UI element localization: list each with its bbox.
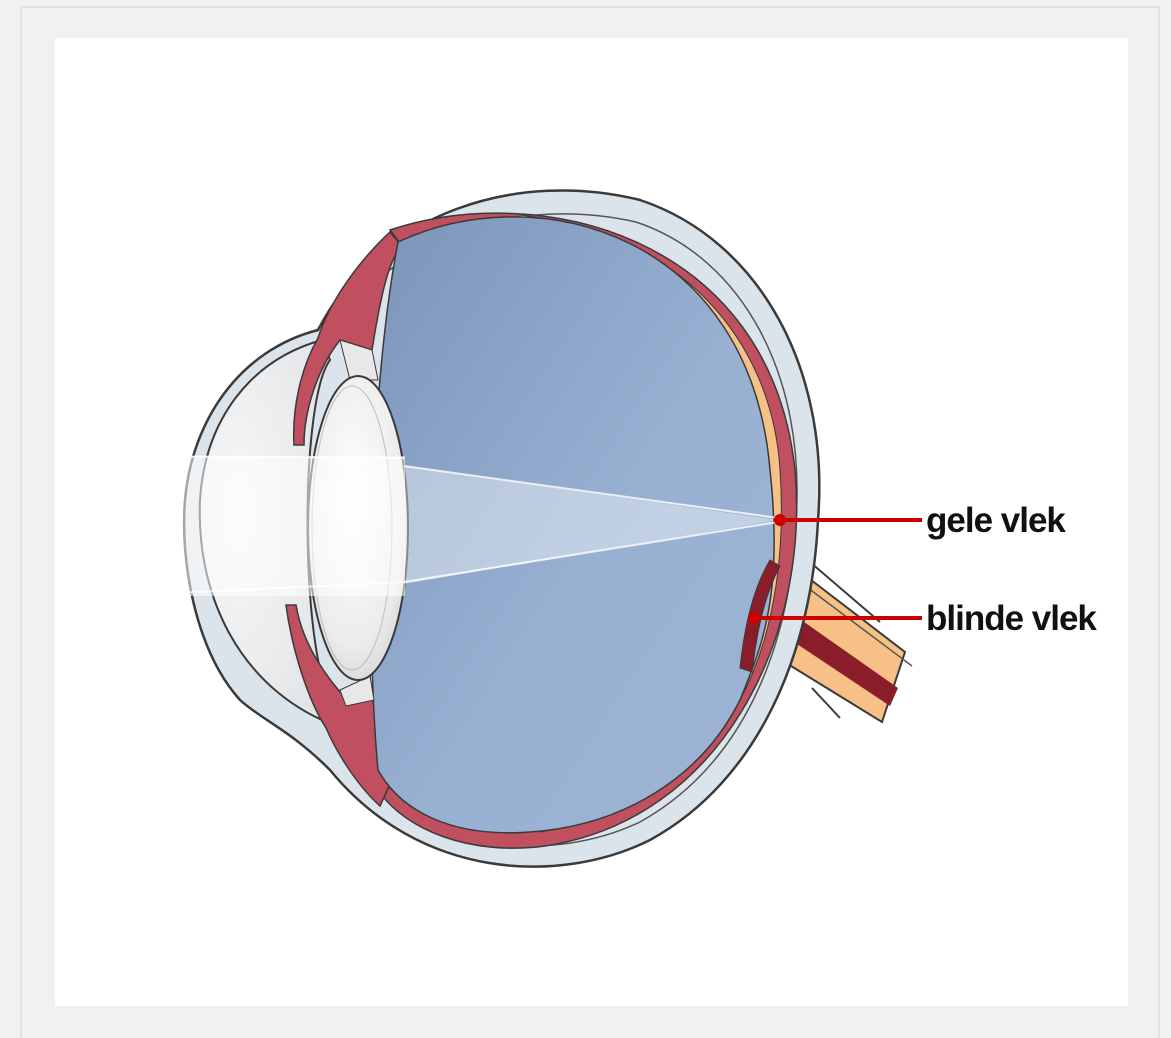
blind-spot-label: blinde vlek bbox=[926, 599, 1097, 638]
yellow-spot-label: gele vlek bbox=[926, 501, 1066, 540]
